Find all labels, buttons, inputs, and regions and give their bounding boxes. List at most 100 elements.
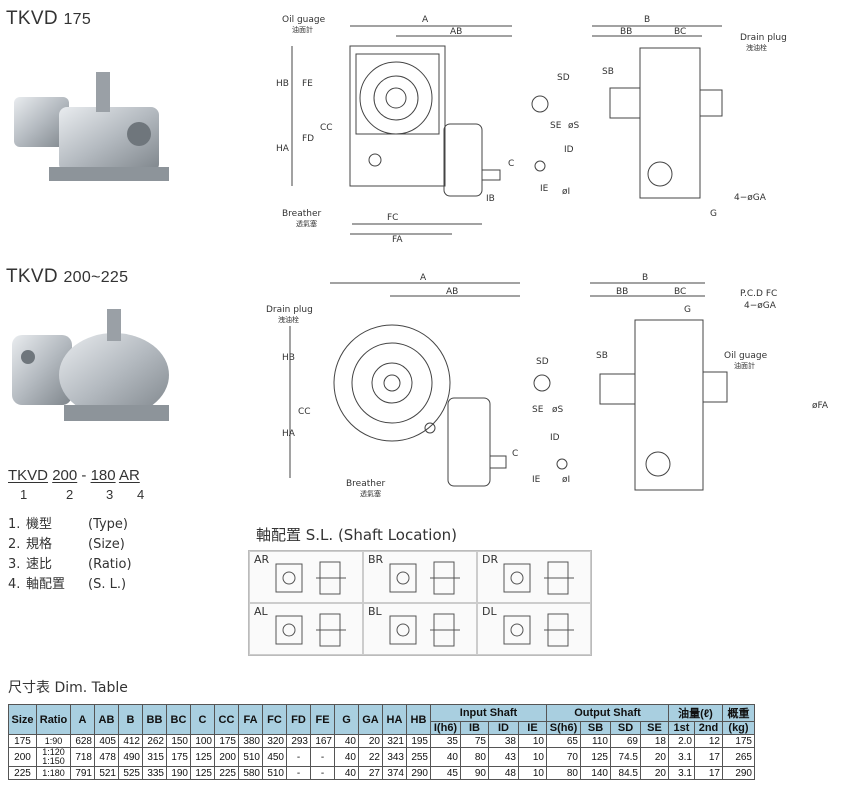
dim-b-2: B bbox=[642, 273, 648, 283]
table-cell: 510 bbox=[262, 766, 287, 780]
th-fd: FD bbox=[286, 704, 311, 735]
table-cell: 290 bbox=[406, 766, 431, 780]
table-cell: 110 bbox=[580, 734, 611, 748]
table-cell: 335 bbox=[142, 766, 167, 780]
table-cell: 1:90 bbox=[36, 734, 71, 748]
table-cell: 525 bbox=[118, 766, 143, 780]
dim-hb: HB bbox=[276, 79, 289, 89]
table-cell: 262 bbox=[142, 734, 167, 748]
table-cell: 65 bbox=[546, 734, 581, 748]
model-title-175: TKVD 175 bbox=[6, 8, 92, 29]
table-cell: 521 bbox=[94, 766, 119, 780]
th-bb: BB bbox=[142, 704, 167, 735]
technical-drawing-200-225: A AB HB CC HA C SD SE øS ID IE øI B BB B… bbox=[260, 268, 835, 500]
table-cell: 2.0 bbox=[668, 734, 695, 748]
table-cell: - bbox=[286, 766, 311, 780]
th-se: SE bbox=[640, 721, 669, 735]
model-code-number: 1 bbox=[20, 487, 28, 502]
table-cell: 18 bbox=[640, 734, 669, 748]
label-drain-plug-cn: 洩油栓 bbox=[746, 43, 767, 52]
table-cell: 69 bbox=[610, 734, 641, 748]
th-a: A bbox=[70, 704, 95, 735]
table-cell: 1:180 bbox=[36, 766, 71, 780]
table-cell: 628 bbox=[70, 734, 95, 748]
table-cell: 38 bbox=[488, 734, 519, 748]
table-cell: 3.1 bbox=[668, 747, 695, 767]
label-4-ga-2: 4−øGA bbox=[744, 301, 777, 311]
dim-bc: BC bbox=[674, 27, 686, 37]
table-cell: 195 bbox=[406, 734, 431, 748]
product-photo-200-225 bbox=[4, 305, 169, 425]
table-cell: 374 bbox=[382, 766, 407, 780]
table-cell: - bbox=[286, 747, 311, 767]
table-cell: 293 bbox=[286, 734, 311, 748]
table-cell: 45 bbox=[430, 766, 461, 780]
th-fa: FA bbox=[238, 704, 263, 735]
dim-oi-2: øI bbox=[562, 475, 570, 485]
table-cell: 380 bbox=[238, 734, 263, 748]
model-code-separator: - bbox=[81, 467, 87, 484]
table-cell: 20 bbox=[640, 766, 669, 780]
gearbox-photo-175 bbox=[14, 72, 169, 181]
table-cell: 490 bbox=[118, 747, 143, 767]
table-cell: 290 bbox=[722, 766, 755, 780]
model-code-ratio: 180 bbox=[90, 467, 116, 484]
th-ie: IE bbox=[518, 721, 547, 735]
table-cell: 125 bbox=[190, 747, 215, 767]
dim-a: A bbox=[422, 15, 429, 25]
table-cell: 74.5 bbox=[610, 747, 641, 767]
table-cell: 22 bbox=[358, 747, 383, 767]
label-oil-gauge-cn: 油面計 bbox=[292, 25, 313, 34]
dim-sd: SD bbox=[557, 73, 570, 83]
table-cell: 791 bbox=[70, 766, 95, 780]
shaft-diagram-icon bbox=[389, 561, 460, 595]
table-cell: 20 bbox=[640, 747, 669, 767]
th-sb: SB bbox=[580, 721, 611, 735]
dim-fe: FE bbox=[302, 79, 313, 89]
table-cell: - bbox=[310, 747, 335, 767]
th-hb: HB bbox=[406, 704, 431, 735]
th-cc: CC bbox=[214, 704, 239, 735]
table-cell: 150 bbox=[166, 734, 191, 748]
th-id: ID bbox=[488, 721, 519, 735]
model-code-number: 3 bbox=[106, 487, 114, 502]
model-title-200-225: TKVD 200~225 bbox=[6, 266, 129, 287]
table-cell: 84.5 bbox=[610, 766, 641, 780]
label-pcd: P.C.D FC bbox=[740, 289, 777, 299]
dim-ha-2: HA bbox=[282, 429, 296, 439]
table-cell: 17 bbox=[694, 747, 723, 767]
dim-c: C bbox=[508, 159, 514, 169]
dim-se-2: SE bbox=[532, 405, 544, 415]
table-cell: 70 bbox=[546, 747, 581, 767]
table-cell: 478 bbox=[94, 747, 119, 767]
table-cell: 175 bbox=[722, 734, 755, 748]
model-code: TKVD 200 - 180 AR bbox=[8, 467, 140, 484]
th-fc: FC bbox=[262, 704, 287, 735]
table-cell: 90 bbox=[460, 766, 489, 780]
th-ib: IB bbox=[460, 721, 489, 735]
shaft-location-ar: AR bbox=[249, 551, 363, 603]
table-cell: 10 bbox=[518, 747, 547, 767]
table-cell: 40 bbox=[430, 747, 461, 767]
shaft-diagram-icon bbox=[503, 561, 574, 595]
model-code-sl: AR bbox=[118, 467, 140, 484]
legend-item: 2.規格(Size) bbox=[8, 537, 125, 552]
th-ha: HA bbox=[382, 704, 407, 735]
th-s: S(h6) bbox=[546, 721, 581, 735]
table-cell: 40 bbox=[334, 766, 359, 780]
table-cell: 1:120 1:150 bbox=[36, 747, 71, 767]
shaft-diagram-icon bbox=[275, 561, 346, 595]
shaft-location-grid: AR BR DR AL BL DL bbox=[248, 550, 592, 656]
dim-g: G bbox=[710, 209, 717, 219]
th-weight: 概重 bbox=[722, 704, 755, 722]
th-2nd: 2nd bbox=[694, 721, 723, 735]
dim-bc-2: BC bbox=[674, 287, 686, 297]
dim-se: SE bbox=[550, 121, 562, 131]
table-cell: 43 bbox=[488, 747, 519, 767]
dim-oi: øI bbox=[562, 187, 570, 197]
shaft-location-dl: DL bbox=[477, 603, 591, 655]
shaft-location-bl: BL bbox=[363, 603, 477, 655]
table-cell: 265 bbox=[722, 747, 755, 767]
label-drain-plug-2: Drain plug bbox=[266, 305, 313, 315]
